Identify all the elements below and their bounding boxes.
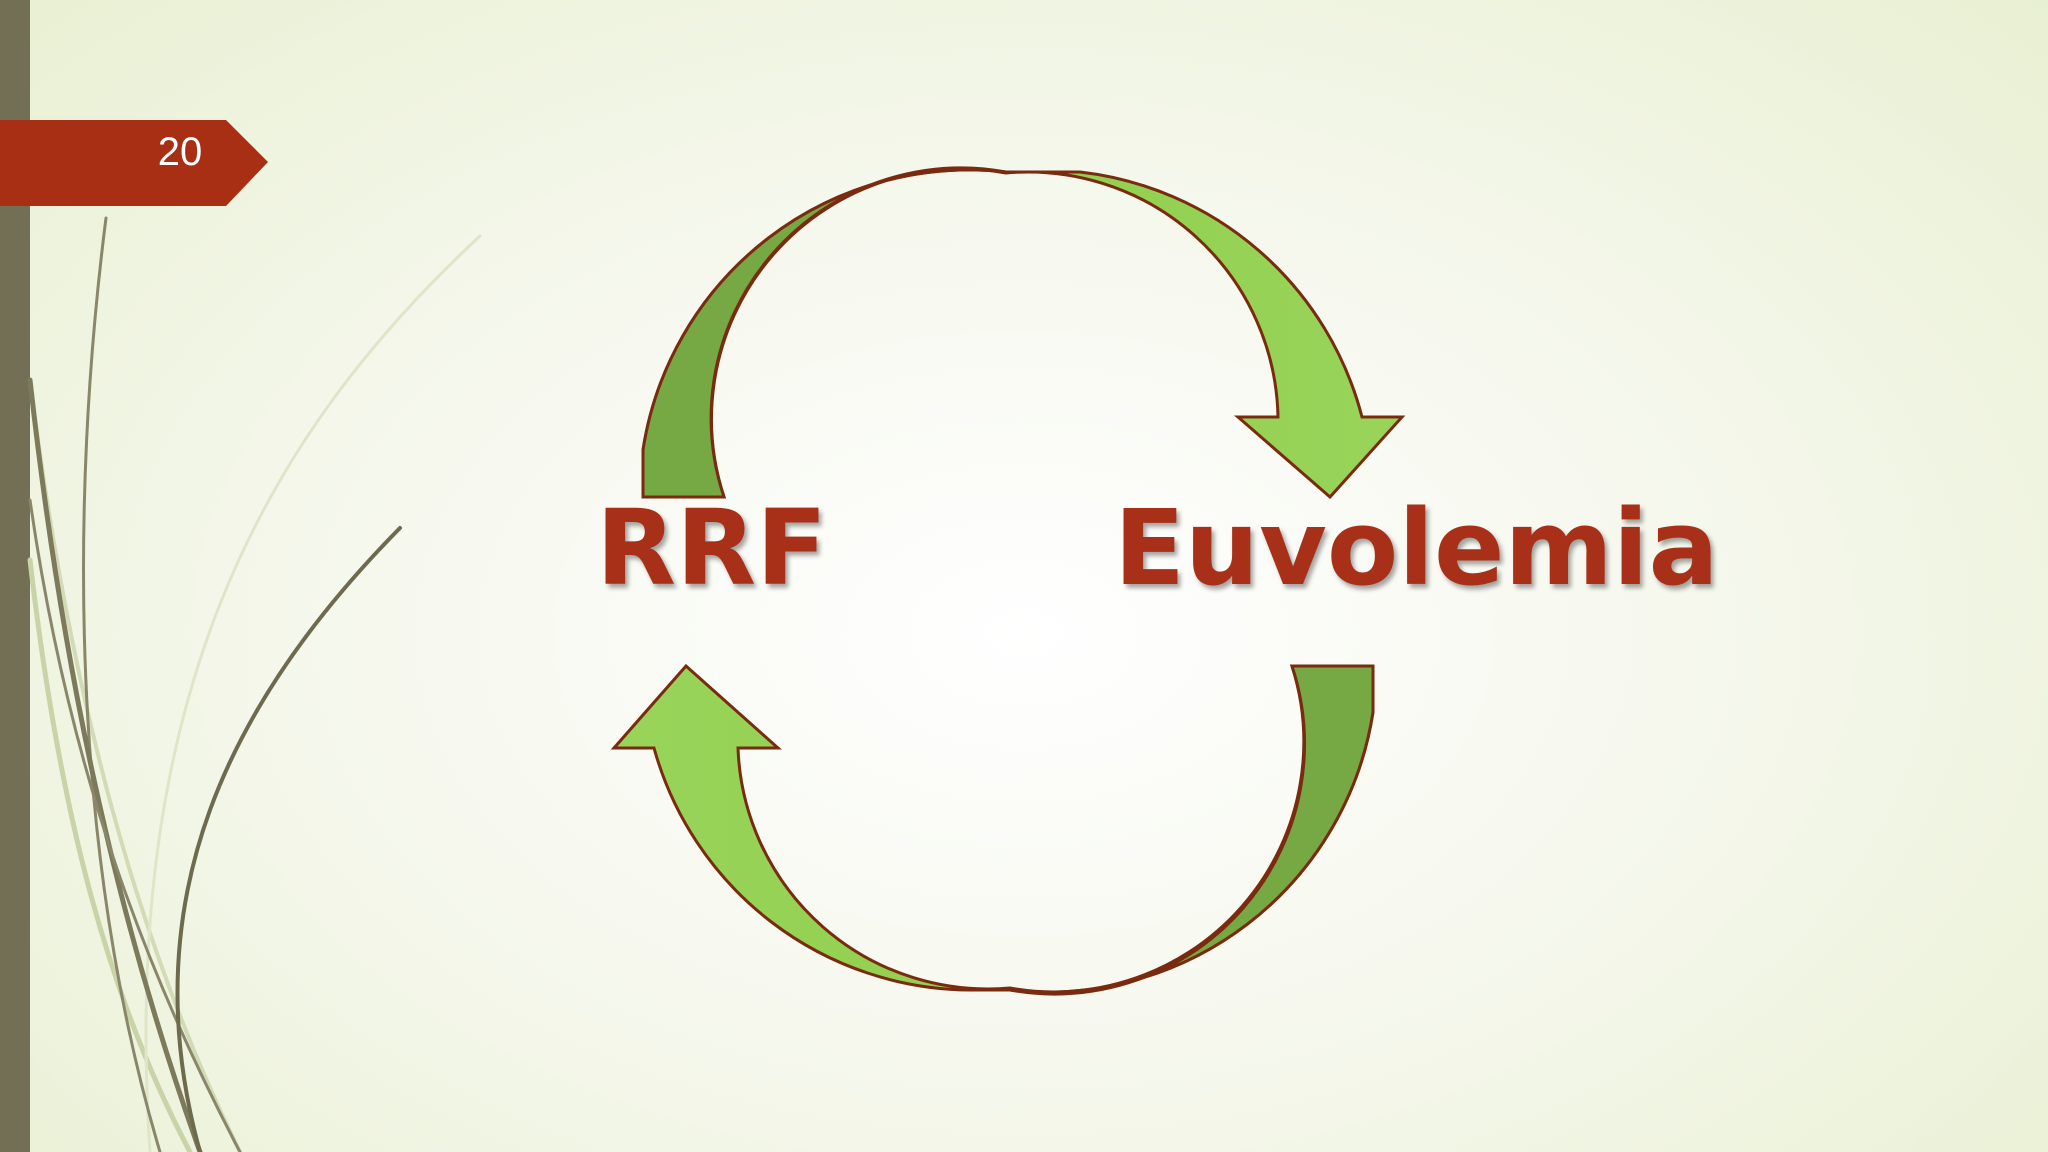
grass-decoration <box>27 216 482 1152</box>
arrow-euvolemia-to-rrf <box>610 663 1375 996</box>
slide-number: 20 <box>157 130 203 174</box>
rrf-label: RRF <box>596 487 828 609</box>
arrow-rrf-to-euvolemia <box>641 166 1406 500</box>
slide-number-tab <box>0 120 268 206</box>
euvolemia-label: Euvolemia <box>1114 487 1719 609</box>
